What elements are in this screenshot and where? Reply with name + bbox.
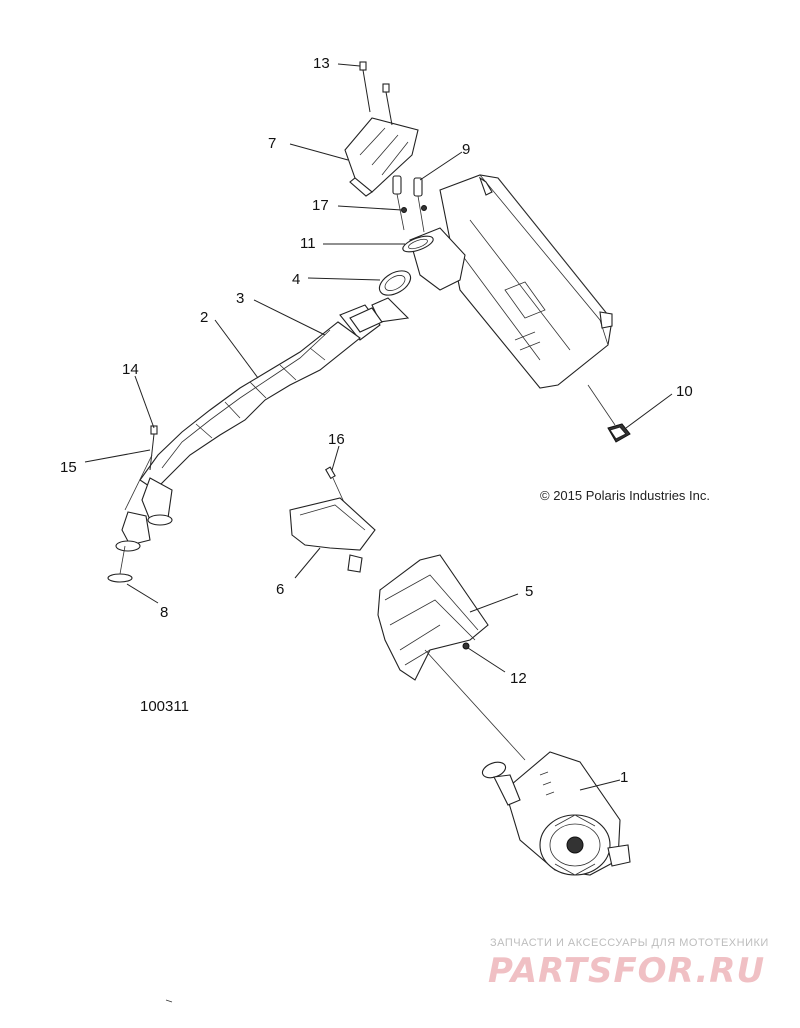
callout-7: 7 [268, 135, 276, 152]
callout-10: 10 [676, 383, 693, 400]
gasket-part-4 [371, 270, 412, 323]
callout-6: 6 [276, 581, 284, 598]
callout-8: 8 [160, 604, 168, 621]
bolts-part-13 [359, 61, 393, 126]
callout-11: 11 [300, 235, 316, 252]
callout-5: 5 [525, 583, 533, 600]
grommet-part-10 [607, 423, 631, 443]
callout-12: 12 [510, 670, 527, 687]
callout-labels: 13 7 9 17 11 4 3 2 10 14 15 16 6 5 12 8 … [60, 55, 693, 786]
callout-1: 1 [620, 769, 628, 786]
callout-17: 17 [312, 197, 329, 214]
clamp-part-11 [402, 235, 434, 253]
leader-lines [84, 63, 673, 791]
callout-3: 3 [236, 290, 244, 307]
stud-part-14 [149, 425, 158, 471]
callout-14: 14 [122, 361, 139, 378]
head-pipe-part-2 [115, 304, 383, 552]
exhaust-gasket-part-8 [107, 545, 133, 583]
diagram-reference-number: 100311 [140, 698, 189, 715]
callout-13: 13 [313, 55, 330, 72]
nut-part-15 [124, 454, 153, 511]
heat-shield-part-6 [289, 497, 376, 573]
watermark: ЗАПЧАСТИ И АКСЕССУАРЫ ДЛЯ МОТОТЕХНИКИ PA… [488, 937, 769, 991]
callout-9: 9 [462, 141, 470, 158]
callout-4: 4 [292, 271, 300, 288]
watermark-brand: PARTSFOR.RU [488, 951, 765, 991]
washer-part-17 [401, 205, 427, 213]
muffler-part-1 [481, 751, 631, 876]
spacers-part-9 [392, 175, 425, 233]
copyright-notice: © 2015 Polaris Industries Inc. [540, 488, 710, 503]
callout-15: 15 [60, 459, 77, 476]
screw-part-12 [462, 642, 470, 650]
heat-shield-bracket-part-7 [344, 117, 419, 197]
muffler-assembly [409, 174, 616, 426]
callout-16: 16 [328, 431, 345, 448]
watermark-tagline: ЗАПЧАСТИ И АКСЕССУАРЫ ДЛЯ МОТОТЕХНИКИ [490, 937, 769, 949]
heat-shield-part-5 [377, 554, 526, 761]
callout-2: 2 [200, 309, 208, 326]
